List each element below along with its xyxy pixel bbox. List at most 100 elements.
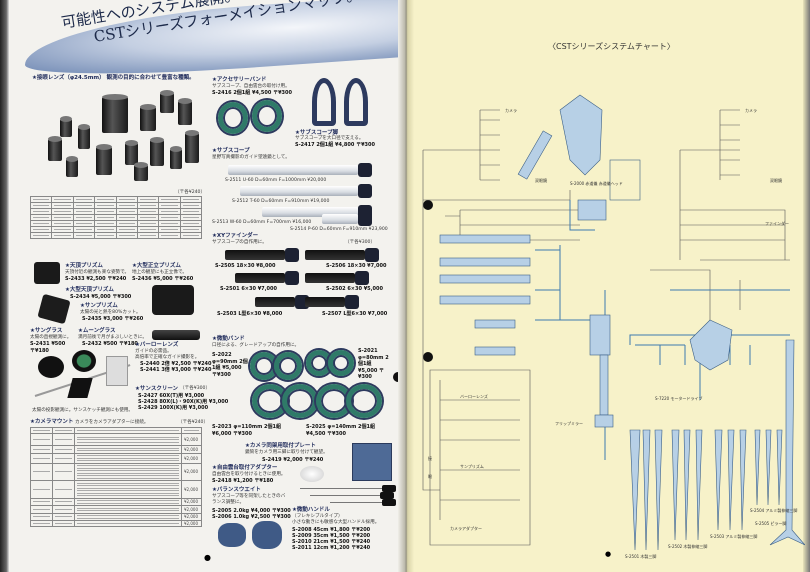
illegible-text-line bbox=[97, 211, 114, 212]
illegible-text-line bbox=[75, 235, 93, 236]
illegible-text-line bbox=[118, 211, 135, 212]
label-eyepiece: 眼 bbox=[428, 474, 432, 479]
illegible-text-line bbox=[118, 235, 135, 236]
illegible-text-line bbox=[33, 217, 50, 218]
label-tripod: S-2501 木製三脚 bbox=[625, 553, 656, 559]
slow-handle-item: S-2010 21cm ¥1,500 〒¥240 bbox=[292, 539, 371, 545]
subscope-item: S-2514 P-60 D=60mm F=910mm ¥23,900 bbox=[290, 227, 388, 232]
eyepiece-photo bbox=[48, 136, 62, 161]
system-chart: S-2000 赤道儀 赤道儀ヘッド カメラ カメラ 双眼鏡 双眼鏡 ファインダー… bbox=[422, 94, 805, 559]
illegible-text-line bbox=[33, 488, 50, 490]
accessory-band-heading: ★アクセサリーバンド bbox=[212, 77, 267, 83]
pier-shaft bbox=[599, 354, 609, 416]
pan-adapter-heading: ★自由雲台取付アダプター bbox=[212, 465, 278, 471]
illegible-text-line bbox=[55, 508, 72, 510]
balance-weight-item: S-2005 2.0kg ¥4,000 〒¥300 bbox=[212, 508, 291, 514]
xy-finder-item: S-2501 6×30 ¥7,000 bbox=[220, 286, 277, 292]
xy-finder-heading: ★XYファインダー bbox=[212, 233, 259, 239]
illegible-text-line bbox=[54, 235, 71, 236]
camera-plate-price: S-2419 ¥2,000 〒¥240 bbox=[262, 457, 324, 463]
illegible-text-line bbox=[161, 211, 178, 212]
slow-handle-sub: （フレキシブルタイプ） bbox=[292, 514, 343, 519]
price-cell: ¥2,000 bbox=[181, 497, 202, 506]
illegible-text-line bbox=[77, 485, 179, 486]
band-ring-photo bbox=[218, 102, 248, 134]
balance-weight-item: S-2006 1.0kg ¥2,500 〒¥300 bbox=[212, 514, 291, 520]
illegible-text-line bbox=[77, 457, 179, 459]
barlow-price-3x: S-2441 3倍 ¥3,000 〒¥240 bbox=[140, 367, 212, 373]
label-tripod: S-2504 アルミ製伸縮三脚 bbox=[750, 507, 797, 513]
large-zenith-heading: ★大型天頂プリズム bbox=[65, 287, 114, 293]
illegible-text-line bbox=[161, 199, 178, 200]
slow-handle-heading: ★微動ハンドル bbox=[292, 507, 330, 513]
xy-finder-note: （〒各¥300） bbox=[345, 240, 376, 245]
sun-prism-heading: ★サンプリズム bbox=[80, 303, 118, 309]
balance-weight-desc: サブスコープ等を同架したときのバランス調整に。 bbox=[212, 494, 286, 505]
illegible-text-line bbox=[33, 471, 50, 473]
illegible-text-line bbox=[139, 229, 157, 230]
sunscreen-item: S-2429 100X(K)用 ¥3,000 bbox=[138, 405, 209, 411]
eyepiece-photo bbox=[66, 156, 78, 177]
slow-handle-item: S-2009 35cm ¥1,500 〒¥200 bbox=[292, 533, 371, 539]
sunscreen-caption: 太陽の投影観測に。サンスケッチ観測にも使用。 bbox=[32, 408, 133, 413]
illegible-text-line bbox=[54, 217, 71, 218]
illegible-text-line bbox=[77, 475, 179, 476]
price-cell: ¥2,000 bbox=[181, 462, 202, 481]
illegible-text-line bbox=[77, 500, 179, 501]
camera-mount-heading: ★カメラマウント bbox=[30, 419, 74, 425]
adapter-plate bbox=[609, 159, 641, 201]
sunscreen-panel bbox=[106, 356, 128, 386]
illegible-text-line bbox=[33, 516, 50, 518]
scope-tube-photo bbox=[305, 248, 379, 262]
illegible-text-line bbox=[77, 495, 179, 496]
illegible-text-line bbox=[33, 448, 50, 450]
illegible-text-line bbox=[161, 205, 178, 206]
illegible-text-line bbox=[77, 477, 179, 479]
illegible-text-line bbox=[55, 439, 72, 440]
pan-adapter-photo bbox=[300, 466, 324, 482]
page-number-left: ● bbox=[204, 553, 211, 562]
equatorial-mount-main bbox=[559, 94, 603, 176]
accessory-band-desc: サブスコープ、自由雲台の取付け用。 bbox=[212, 84, 290, 89]
pan-adapter-price: S-2418 ¥1,200 〒¥180 bbox=[212, 478, 274, 484]
camera-mount-desc: カメラをカメラアダプターに接続。 bbox=[75, 420, 149, 425]
label-motor: S-7220 モータードライブ bbox=[655, 395, 702, 401]
balance-weight-photo bbox=[252, 521, 282, 549]
slow-handle-photo bbox=[310, 495, 380, 496]
xy-finder-item: S-2503 L型6×30 ¥8,000 bbox=[217, 311, 283, 317]
barlow-desc-1: ガイドの必需品。 bbox=[135, 349, 172, 354]
telescope-tube bbox=[439, 274, 531, 284]
page-edge-shadow bbox=[0, 0, 9, 572]
illegible-text-line bbox=[33, 199, 50, 200]
label-mount: S-2000 赤道儀 赤道儀ヘッド bbox=[570, 180, 623, 186]
price-cell: ¥2,000 bbox=[181, 480, 202, 499]
illegible-text-line bbox=[77, 470, 179, 471]
moonglass-desc: 満月前後で月がまぶしいときに。 bbox=[78, 335, 147, 340]
illegible-text-line bbox=[161, 229, 178, 230]
subscope-desc: 星野写真撮影のガイド望遠鏡として。 bbox=[212, 155, 290, 160]
eyepiece-photo bbox=[185, 130, 199, 163]
mount-head bbox=[589, 314, 611, 356]
eyepiece-photo bbox=[78, 124, 90, 149]
label-eyepiece: 接 bbox=[428, 455, 432, 461]
telescope-tube bbox=[474, 346, 516, 356]
zenith-prism-desc: 天頂付近の観測も楽な姿勢で。 bbox=[65, 270, 130, 275]
moonglass-photo bbox=[72, 350, 96, 372]
illegible-text-line bbox=[182, 235, 199, 236]
xy-finder-item: S-2507 L型6×30 ¥7,000 bbox=[322, 311, 388, 317]
illegible-text-line bbox=[182, 211, 199, 212]
illegible-text-line bbox=[161, 235, 178, 236]
illegible-text-line bbox=[75, 223, 93, 224]
scope-tube-photo bbox=[305, 271, 369, 285]
page-number-right: ● bbox=[605, 550, 611, 558]
illegible-text-line bbox=[77, 430, 179, 431]
illegible-text-line bbox=[139, 199, 157, 200]
illegible-text-line bbox=[184, 430, 199, 431]
illegible-text-line bbox=[77, 467, 179, 469]
illegible-text-line bbox=[77, 439, 179, 440]
illegible-text-line bbox=[55, 488, 72, 490]
balance-weight-heading: ★バランスウエイト bbox=[212, 487, 261, 493]
eyepiece-photo bbox=[102, 94, 128, 133]
illegible-text-line bbox=[97, 205, 114, 206]
zenith-prism-price: S-2433 ¥2,500 〒¥240 bbox=[65, 276, 127, 282]
